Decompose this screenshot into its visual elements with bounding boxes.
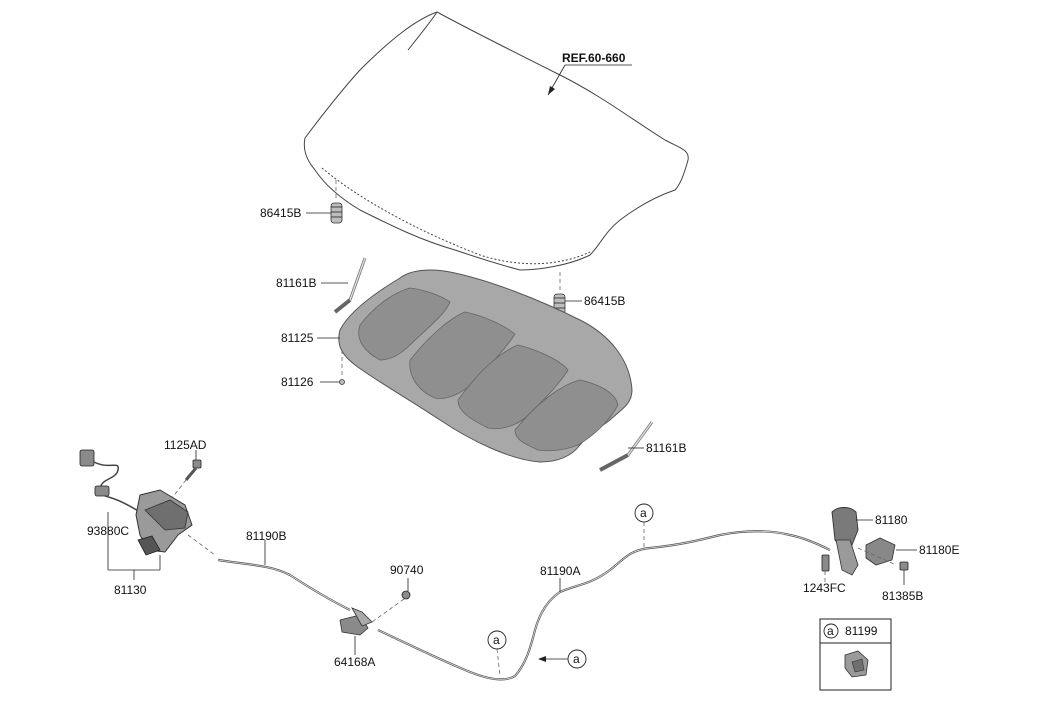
clip-label: 81126 — [281, 375, 314, 389]
fastener-label: 90740 — [390, 563, 424, 577]
release-e-label: 81180E — [919, 543, 959, 557]
latch-label: 81130 — [114, 583, 147, 597]
callout-a-top: a — [640, 506, 647, 520]
release-handle — [339, 607, 373, 655]
legend-box — [819, 618, 892, 691]
wiring-label: 93880C — [87, 524, 129, 538]
hood-insulator — [317, 269, 633, 463]
hood-panel — [303, 11, 689, 271]
cable-81190b — [217, 540, 351, 611]
cable-81190a — [377, 530, 831, 681]
insulator-label: 81125 — [281, 331, 314, 345]
bolt — [171, 450, 202, 499]
bumper-right — [553, 272, 582, 315]
cable-a-label: 81190A — [540, 564, 580, 578]
fastener — [371, 578, 411, 623]
bolt-label: 1125AD — [164, 438, 207, 452]
callout-marker-right — [538, 649, 587, 669]
stay-lower-label: 81161B — [646, 441, 686, 455]
bumper-right-label: 86415B — [584, 294, 625, 308]
ref-leader — [547, 64, 632, 96]
cable-b-label: 81190B — [246, 529, 286, 543]
clip — [320, 350, 345, 385]
bumper-top-label: 86415B — [260, 206, 301, 220]
hood-latch-assembly — [79, 449, 216, 580]
stay-upper — [321, 257, 367, 314]
callout-marker-top — [634, 503, 654, 548]
release-label: 81180 — [875, 513, 908, 527]
legend-part-label: 81199 — [845, 624, 878, 638]
callout-a-left: a — [493, 633, 500, 647]
bumper-top — [306, 180, 343, 224]
bracket-label: 81385B — [882, 589, 923, 603]
release-lever-assembly — [821, 507, 917, 585]
callout-a-right: a — [573, 652, 580, 666]
stay-lower — [599, 421, 654, 472]
stay-upper-label: 81161B — [276, 276, 316, 290]
ref-label: REF.60-660 — [562, 51, 626, 65]
handle-label: 64168A — [334, 655, 375, 669]
screw-label: 1243FC — [803, 581, 846, 595]
callout-marker-left — [487, 630, 507, 677]
legend-letter: a — [827, 624, 834, 638]
